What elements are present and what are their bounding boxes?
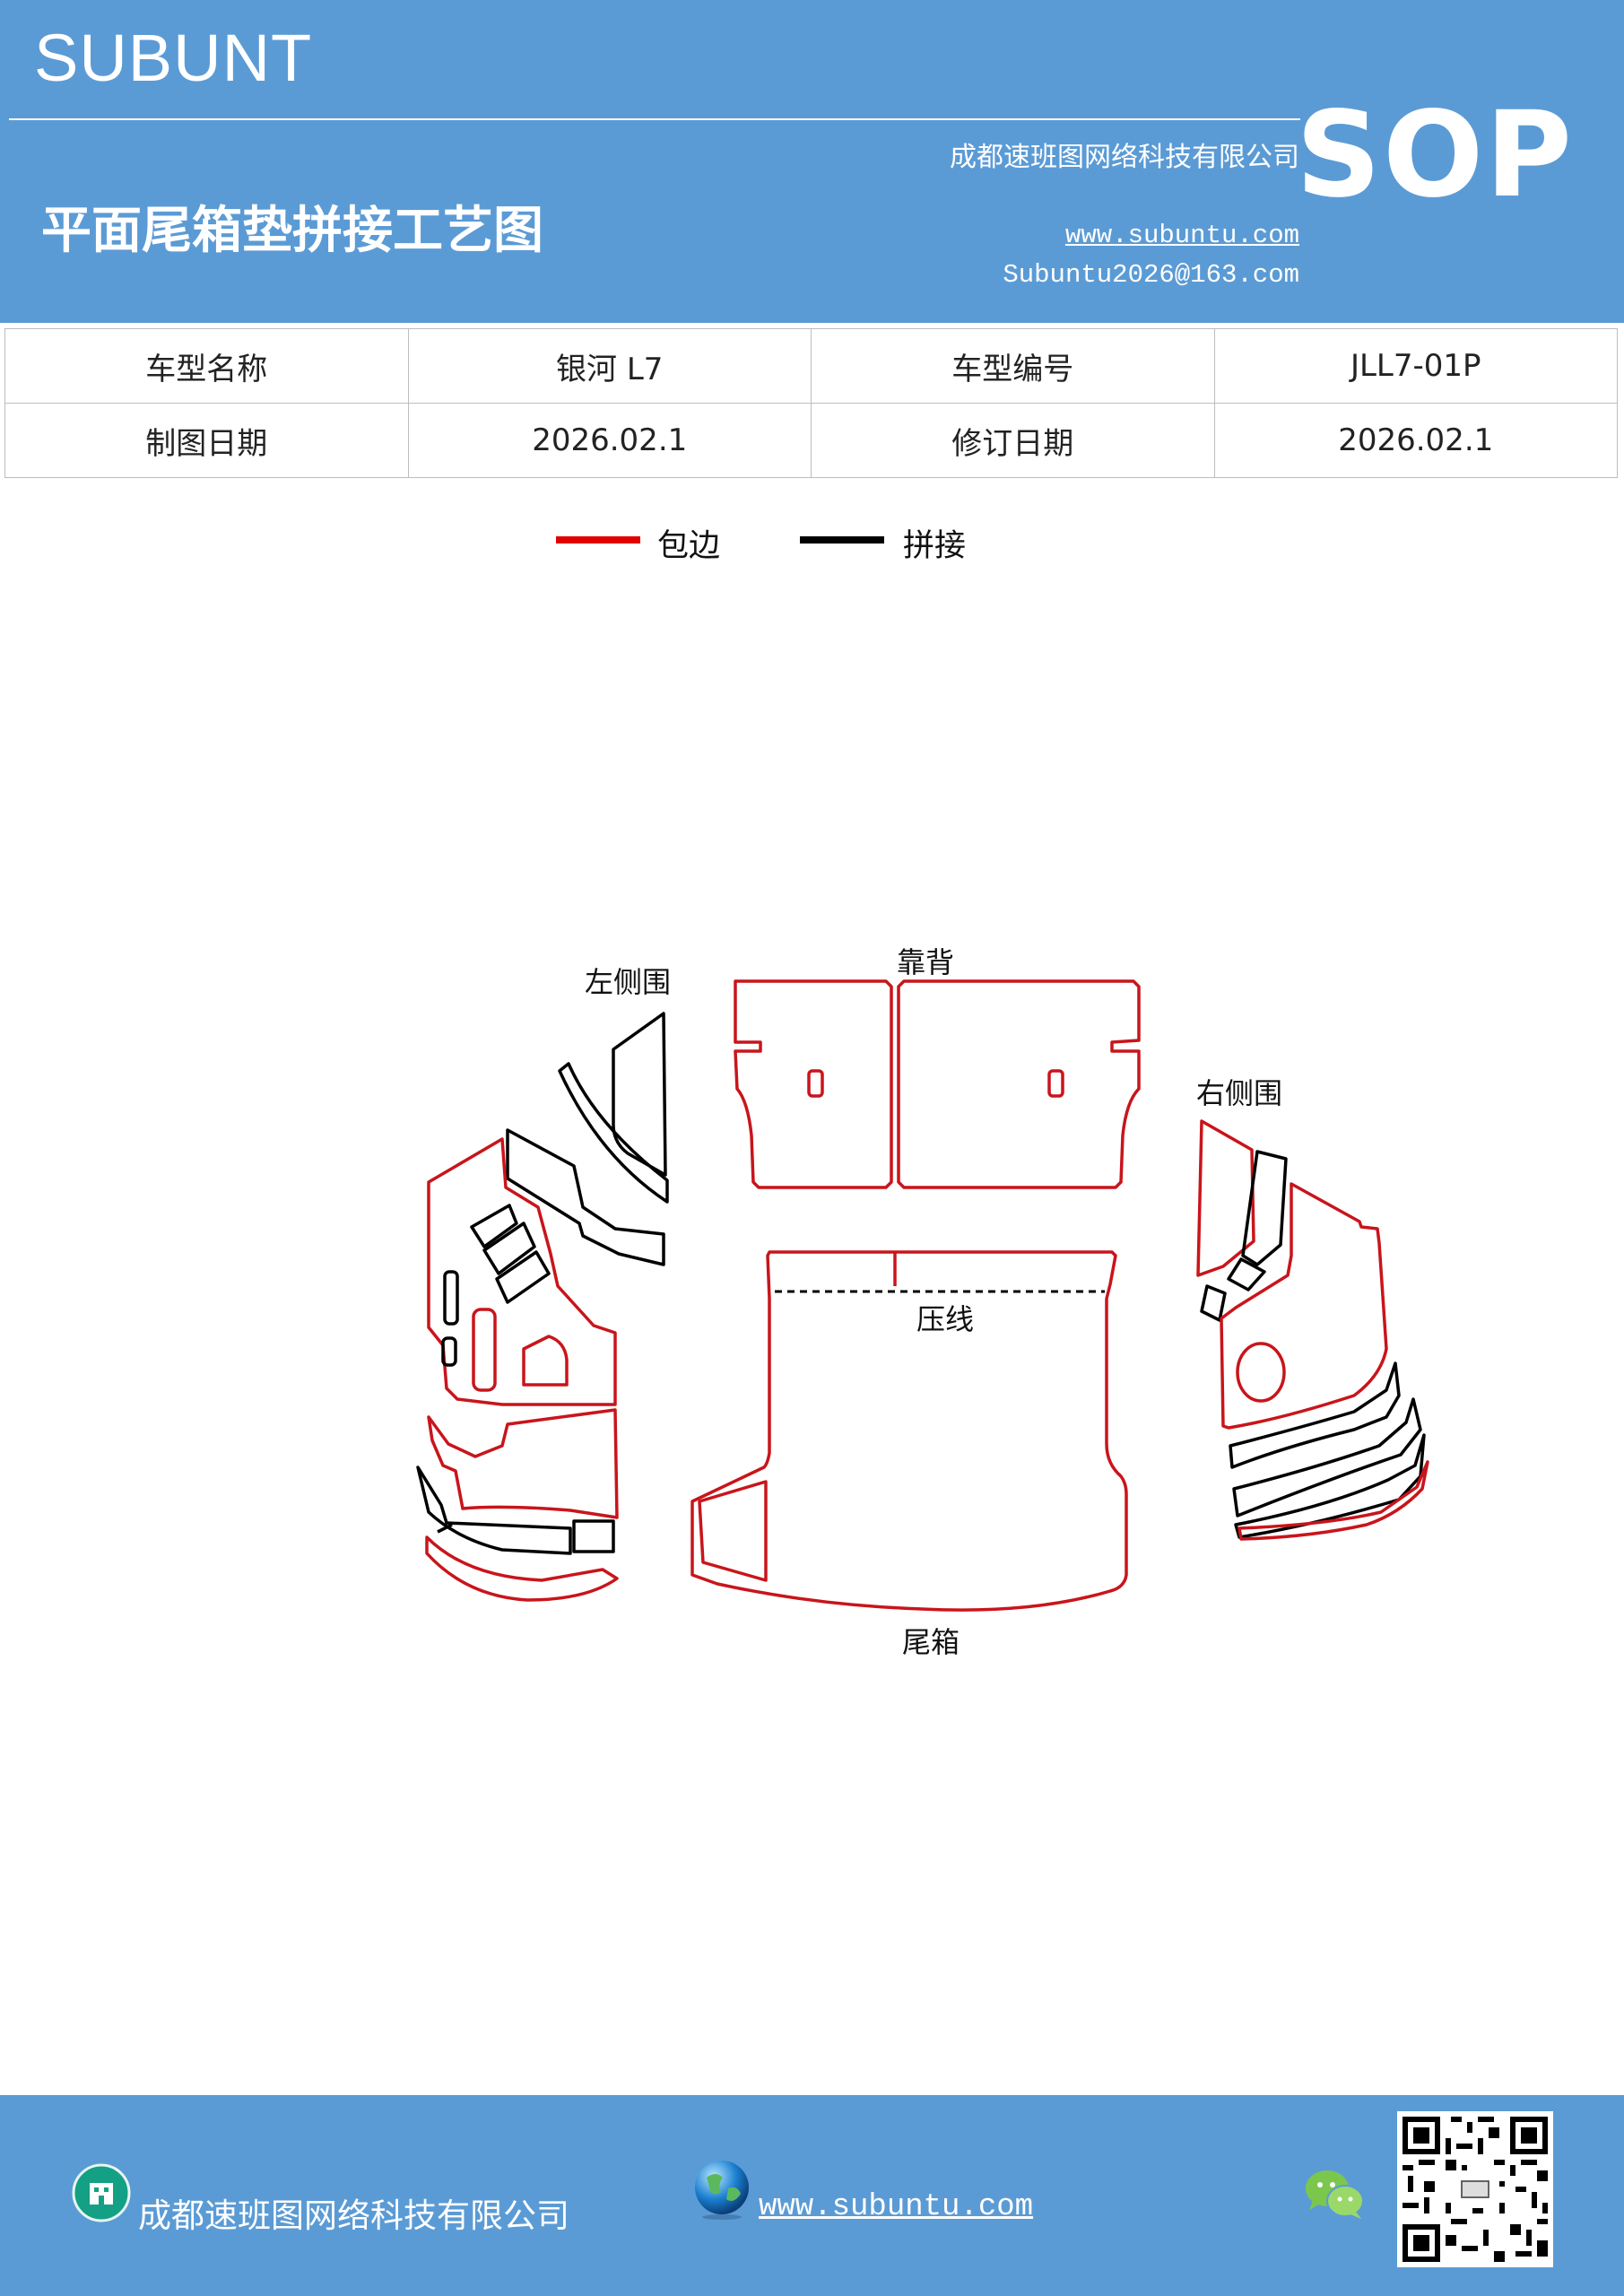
trunk-main-outline bbox=[690, 1250, 1128, 1612]
right-bottom-strip bbox=[1238, 1460, 1429, 1541]
table-cell: 车型编号 bbox=[811, 328, 1215, 404]
left-upper-strip bbox=[558, 1062, 669, 1204]
table-cell: 修订日期 bbox=[811, 403, 1215, 478]
legend-seam-swatch bbox=[800, 536, 884, 544]
company-name: 成都速班图网络科技有限公司 bbox=[950, 142, 1299, 173]
right-lower-strip-1 bbox=[1229, 1361, 1401, 1469]
backrest-right-slot bbox=[1047, 1069, 1064, 1098]
brand-name: SUBUNT bbox=[34, 21, 313, 95]
backrest-right-panel bbox=[897, 979, 1141, 1189]
left-inner-slot-3 bbox=[472, 1308, 497, 1392]
label-backrest: 靠背 bbox=[897, 945, 954, 979]
building-icon bbox=[72, 2163, 131, 2222]
legend-edge-swatch bbox=[556, 536, 640, 544]
header-divider bbox=[9, 118, 1300, 120]
legend: 包边 拼接 bbox=[0, 520, 1624, 574]
right-upper-strip-1 bbox=[1241, 1150, 1288, 1266]
backrest-panels bbox=[734, 979, 1141, 1189]
right-small-tab bbox=[1200, 1284, 1227, 1322]
table-cell: 车型名称 bbox=[4, 328, 409, 404]
table-row: 车型名称 银河 L7 车型编号 JLL7-01P bbox=[4, 328, 1618, 404]
table-cell: 2026.02.1 bbox=[1213, 403, 1618, 478]
table-cell: JLL7-01P bbox=[1213, 328, 1618, 404]
info-table: 车型名称 银河 L7 车型编号 JLL7-01P 制图日期 2026.02.1 … bbox=[4, 328, 1618, 478]
left-bottom-seam bbox=[437, 1523, 453, 1534]
trunk-panel bbox=[690, 1250, 1128, 1612]
trunk-left-flap bbox=[698, 1480, 768, 1582]
backrest-left-panel bbox=[734, 979, 893, 1189]
left-mid-wedge bbox=[506, 1128, 665, 1266]
left-lower-body bbox=[427, 1408, 619, 1519]
wechat-icon[interactable] bbox=[1304, 2167, 1367, 2222]
label-trunk: 尾箱 bbox=[902, 1625, 960, 1659]
left-lower-strip-1 bbox=[416, 1465, 572, 1555]
footer-company: 成都速班图网络科技有限公司 bbox=[138, 2196, 569, 2235]
left-vent-strip-2 bbox=[482, 1222, 536, 1275]
sop-badge: SOP bbox=[1295, 86, 1574, 224]
left-hole bbox=[522, 1335, 569, 1387]
legend-edge-label: 包边 bbox=[657, 528, 721, 564]
left-bottom-strip bbox=[425, 1535, 619, 1602]
left-vent-strip-3 bbox=[495, 1250, 551, 1304]
legend-seam-label: 拼接 bbox=[903, 528, 967, 564]
left-inner-slot-2 bbox=[441, 1336, 457, 1367]
left-side-panels bbox=[416, 1012, 669, 1602]
document-title: 平面尾箱垫拼接工艺图 bbox=[41, 201, 543, 260]
label-crease: 压线 bbox=[916, 1302, 974, 1336]
left-vent-strip-1 bbox=[470, 1204, 518, 1248]
label-right-side: 右侧围 bbox=[1196, 1076, 1282, 1110]
right-lower-strip-2 bbox=[1232, 1397, 1422, 1518]
table-cell: 银河 L7 bbox=[407, 328, 812, 404]
qr-code[interactable] bbox=[1397, 2111, 1553, 2267]
left-inner-slot-1 bbox=[443, 1270, 459, 1326]
right-top-flap[interactable] bbox=[1196, 1119, 1255, 1277]
right-main-body bbox=[1220, 1182, 1388, 1430]
website-link[interactable]: www.subuntu.com bbox=[1064, 221, 1299, 250]
globe-icon bbox=[695, 2161, 749, 2220]
footer-website-link[interactable]: www.subuntu.com bbox=[759, 2190, 1034, 2224]
right-upper-strip-2 bbox=[1227, 1257, 1266, 1292]
table-cell: 2026.02.1 bbox=[407, 403, 812, 478]
left-top-flap[interactable] bbox=[612, 1012, 667, 1177]
backrest-left-slot bbox=[807, 1069, 824, 1098]
right-hole bbox=[1236, 1342, 1286, 1403]
right-side-panels bbox=[1196, 1119, 1429, 1541]
header-banner: SUBUNT 成都速班图网络科技有限公司 平面尾箱垫拼接工艺图 www.subu… bbox=[0, 0, 1624, 323]
footer-banner: 成都速班图网络科技有限公司 www.subuntu.com bbox=[0, 2095, 1624, 2296]
table-cell: 制图日期 bbox=[4, 403, 409, 478]
email-address: Subuntu2026@163.com bbox=[1003, 260, 1299, 290]
right-lower-strip-3 bbox=[1234, 1433, 1426, 1539]
label-left-side: 左侧围 bbox=[585, 965, 671, 999]
left-lower-tab bbox=[572, 1519, 615, 1553]
table-row: 制图日期 2026.02.1 修订日期 2026.02.1 bbox=[4, 403, 1618, 478]
